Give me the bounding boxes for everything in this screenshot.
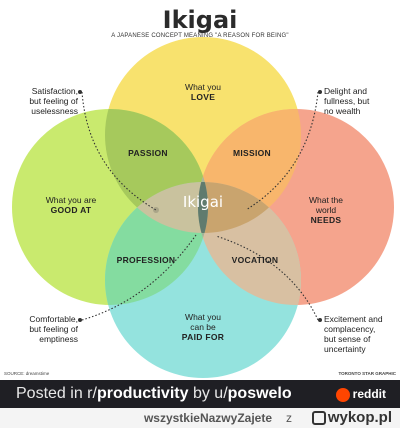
reddit-icon [335,387,350,402]
diagram-title: Ikigai [162,6,238,34]
reddit-bar [0,380,400,408]
mission-label: MISSION [233,148,271,158]
footer-username[interactable]: wszystkieNazwyZajete [143,411,272,425]
graphic-credit: TORONTO STAR GRAPHIC [338,371,396,376]
subreddit-link[interactable]: productivity [96,385,189,402]
reddit-logo: reddit [335,387,386,402]
wykop-icon [311,411,326,426]
posted-in-text: Posted in r/productivity by u/poswelo [16,385,292,402]
ikigai-center-label: Ikigai [182,193,224,211]
wykop-logo[interactable]: wykop.pl [311,409,392,426]
diagram-subtitle: A JAPANESE CONCEPT MEANING "A REASON FOR… [111,33,289,39]
vocation-label: VOCATION [231,255,279,265]
footer-z: z [286,411,292,425]
user-link[interactable]: poswelo [227,385,292,402]
connector-lines [81,91,319,321]
source-credit: SOURCE: dreamstime [4,371,50,376]
profession-label: PROFESSION [116,255,176,265]
passion-label: PASSION [128,148,168,158]
footer-bar [0,408,400,428]
